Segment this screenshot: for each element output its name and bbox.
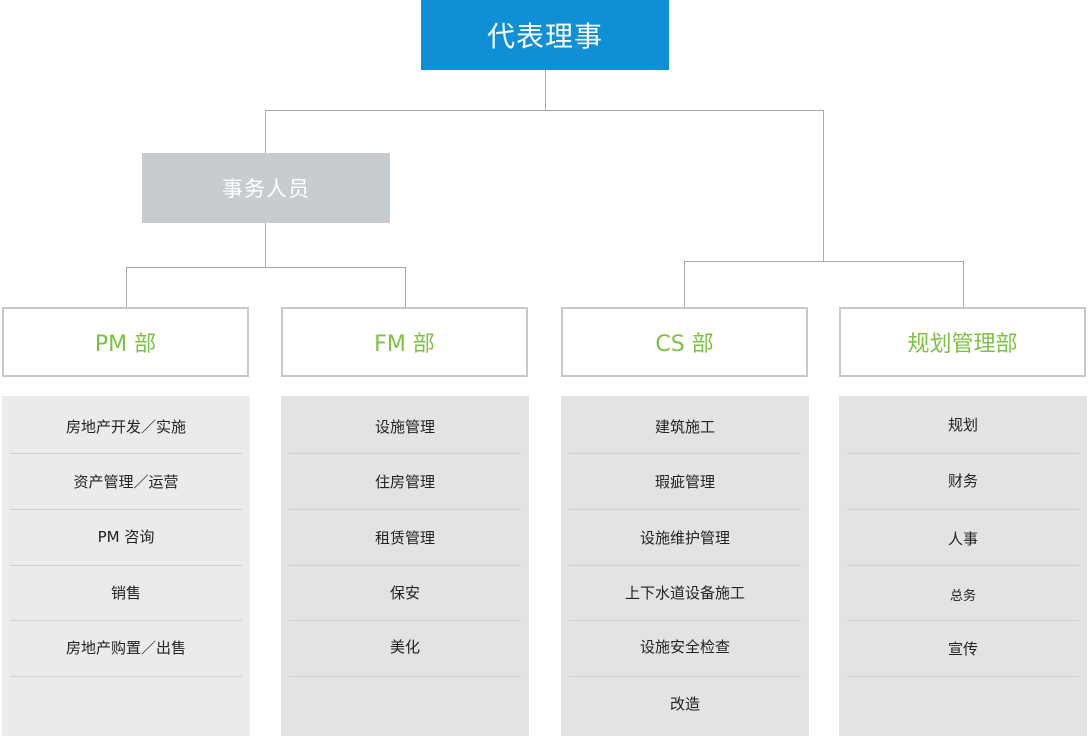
connector-right-horizontal — [684, 261, 964, 262]
list-divider — [289, 620, 521, 621]
list-divider — [10, 676, 242, 677]
connector-staff-down — [265, 223, 266, 268]
connector-to-staff — [265, 110, 266, 153]
list-item: 改造 — [669, 694, 700, 713]
list-divider — [289, 453, 521, 454]
list-item: 美化 — [389, 637, 420, 656]
list-divider — [569, 509, 801, 510]
connector-to-planning — [963, 261, 964, 307]
list-item: 房地产购置／出售 — [65, 638, 186, 657]
dept-list-pm: 房地产开发／实施 资产管理／运营 PM 咨询 销售 房地产购置／出售 — [2, 396, 250, 736]
list-divider — [289, 509, 521, 510]
connector-left-horizontal — [126, 267, 406, 268]
connector-to-fm — [405, 267, 406, 307]
list-divider — [10, 453, 242, 454]
list-item: 财务 — [947, 471, 978, 490]
list-item: 销售 — [110, 583, 141, 602]
list-item: 房地产开发／实施 — [65, 417, 186, 436]
list-item: 设施管理 — [374, 417, 435, 436]
connector-to-pm — [126, 267, 127, 307]
staff-node-box: 事务人员 — [142, 153, 390, 223]
list-divider — [569, 676, 801, 677]
dept-box-pm: PM 部 — [2, 307, 249, 377]
list-item: 资产管理／运营 — [73, 472, 179, 491]
dept-box-cs: CS 部 — [561, 307, 808, 377]
list-item: 住房管理 — [374, 472, 435, 491]
list-item: 设施安全检查 — [639, 637, 730, 656]
connector-top-horizontal — [265, 110, 824, 111]
list-item: 设施维护管理 — [639, 528, 730, 547]
list-divider — [10, 620, 242, 621]
list-divider — [10, 565, 242, 566]
list-item: 规划 — [947, 415, 978, 434]
list-item: 保安 — [389, 583, 420, 602]
list-divider — [569, 620, 801, 621]
connector-right-down — [823, 110, 824, 262]
list-item: 人事 — [947, 529, 978, 548]
dept-box-fm: FM 部 — [281, 307, 528, 377]
list-item: 宣传 — [947, 639, 978, 658]
list-item: 建筑施工 — [654, 417, 715, 436]
list-divider — [847, 509, 1079, 510]
list-divider — [847, 453, 1079, 454]
list-item: PM 咨询 — [97, 527, 155, 546]
dept-list-fm: 设施管理 住房管理 租赁管理 保安 美化 — [281, 396, 529, 736]
list-item: 总务 — [949, 588, 976, 604]
dept-list-planning: 规划 财务 人事 总务 宣传 — [839, 396, 1087, 736]
root-node-box: 代表理事 — [421, 0, 669, 70]
connector-root-down — [545, 70, 546, 110]
connector-to-cs — [684, 261, 685, 307]
list-divider — [10, 509, 242, 510]
list-divider — [847, 565, 1079, 566]
list-divider — [847, 676, 1079, 677]
list-item: 租赁管理 — [374, 528, 435, 547]
list-divider — [569, 565, 801, 566]
list-item: 瑕疵管理 — [654, 472, 715, 491]
list-divider — [569, 453, 801, 454]
dept-list-cs: 建筑施工 瑕疵管理 设施维护管理 上下水道设备施工 设施安全检查 改造 — [561, 396, 809, 736]
list-divider — [289, 565, 521, 566]
list-divider — [289, 676, 521, 677]
list-item: 上下水道设备施工 — [624, 583, 745, 602]
dept-box-planning: 规划管理部 — [839, 307, 1086, 377]
list-divider — [847, 620, 1079, 621]
